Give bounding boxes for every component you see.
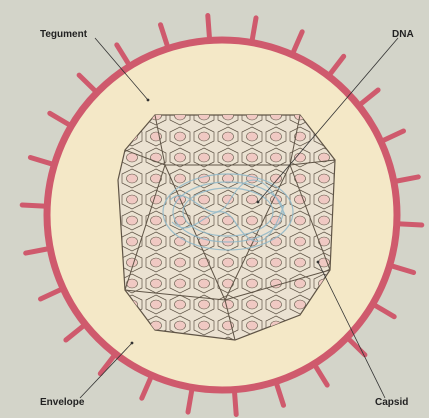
label-dna: DNA [392,29,414,40]
label-envelope: Envelope [40,397,84,408]
label-capsid: Capsid [375,397,408,408]
label-tegument: Tegument [40,29,87,40]
